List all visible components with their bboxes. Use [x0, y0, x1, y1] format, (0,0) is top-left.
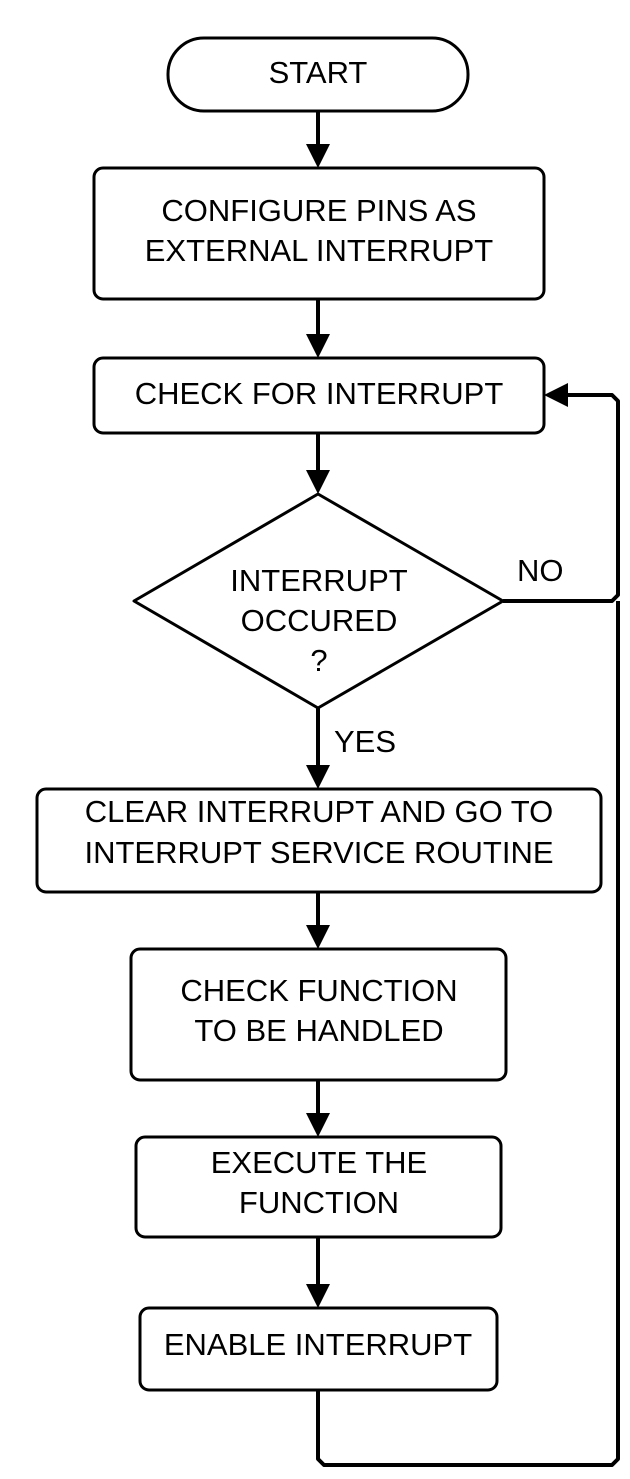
no-edge-label: NO: [517, 553, 564, 588]
execute-function-box: EXECUTE THE FUNCTION: [134, 1135, 503, 1239]
decision-label-line3: ?: [310, 643, 327, 678]
start-label: START: [269, 55, 368, 90]
enable-interrupt-label: ENABLE INTERRUPT: [164, 1327, 472, 1362]
arrow-check-function-to-execute: [306, 1080, 330, 1137]
check-interrupt-box: CHECK FOR INTERRUPT: [92, 356, 546, 435]
check-function-label-line1: CHECK FUNCTION: [180, 973, 457, 1008]
check-function-box: CHECK FUNCTION TO BE HANDLED: [129, 947, 508, 1082]
execute-label-line1: EXECUTE THE: [211, 1145, 427, 1180]
configure-label-line2: EXTERNAL INTERRUPT: [145, 233, 494, 268]
clear-label-line1: CLEAR INTERRUPT AND GO TO: [85, 794, 554, 829]
check-interrupt-label: CHECK FOR INTERRUPT: [135, 376, 504, 411]
loop-back-line: [316, 601, 620, 1467]
start-node: START: [166, 36, 470, 113]
configure-label-line1: CONFIGURE PINS AS: [161, 193, 476, 228]
enable-interrupt-box: ENABLE INTERRUPT: [138, 1306, 499, 1392]
decision-label-line1: INTERRUPT: [230, 563, 407, 598]
clear-interrupt-box: CLEAR INTERRUPT AND GO TO INTERRUPT SERV…: [35, 787, 603, 894]
execute-label-line2: FUNCTION: [239, 1185, 399, 1220]
yes-edge-label: YES: [334, 724, 396, 759]
arrow-configure-to-check: [306, 299, 330, 358]
arrow-start-to-configure: [306, 111, 330, 168]
clear-label-line2: INTERRUPT SERVICE ROUTINE: [84, 835, 553, 870]
configure-pins-box: CONFIGURE PINS AS EXTERNAL INTERRUPT: [92, 166, 546, 301]
decision-label-line2: OCCURED: [241, 603, 398, 638]
arrow-clear-to-check-function: [306, 892, 330, 949]
arrow-execute-to-enable: [306, 1237, 330, 1308]
arrow-no-loop-to-check: [503, 383, 620, 603]
check-function-label-line2: TO BE HANDLED: [194, 1013, 443, 1048]
arrow-check-to-decision: [306, 433, 330, 494]
interrupt-occured-decision: INTERRUPT OCCURED ?: [132, 492, 505, 710]
arrow-yes-to-clear: [306, 708, 330, 789]
